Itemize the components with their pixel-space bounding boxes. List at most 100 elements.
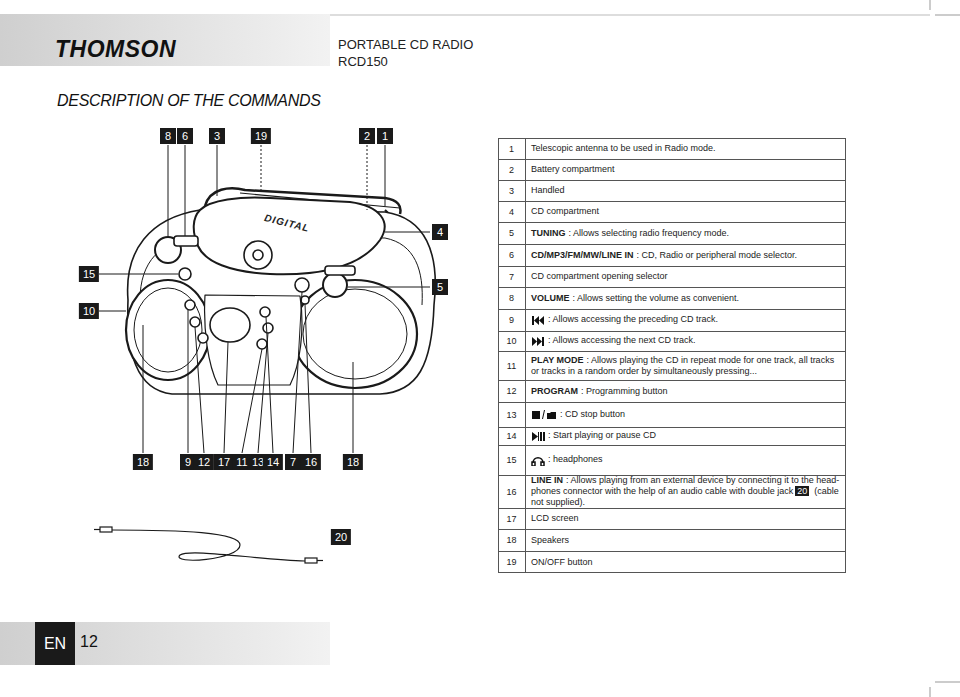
table-row: 10 : Allows accessing the next CD track. <box>498 331 846 351</box>
table-row: 13 : CD stop button <box>498 402 846 427</box>
callout-number: 6 <box>177 128 193 144</box>
table-text: Battery compartment <box>531 164 615 174</box>
table-row: 11PLAY MODE: Allows playing the CD in re… <box>498 351 846 380</box>
table-rule <box>499 201 846 202</box>
table-text: VOLUME <box>531 293 570 303</box>
table-cell: ON/OFF button <box>525 557 846 568</box>
table-text: Telescopic antenna to be used in Radio m… <box>531 143 716 153</box>
model-number: RCD150 <box>338 54 388 69</box>
stop-icon <box>531 409 557 420</box>
table-rule <box>499 244 846 245</box>
table-text: : Allows accessing the preceding CD trac… <box>548 314 718 324</box>
table-cell: 7 <box>498 272 525 282</box>
callout-number: 19 <box>251 128 271 144</box>
table-cell: 4 <box>498 207 525 217</box>
callout-number: 10 <box>79 303 99 319</box>
callout-number: 1 <box>377 128 393 144</box>
table-cell: : Allows accessing the preceding CD trac… <box>525 314 846 325</box>
table-rule <box>499 445 846 446</box>
table-cell: : Allows accessing the next CD track. <box>525 335 846 346</box>
table-text: TUNING <box>531 228 566 238</box>
table-row: 19 ON/OFF button <box>498 551 846 573</box>
table-cell: Battery compartment <box>525 164 846 175</box>
play-icon <box>531 431 545 442</box>
callout-number: 14 <box>263 454 283 470</box>
table-text: Speakers <box>531 535 569 545</box>
table-cell: 8 <box>498 293 525 303</box>
table-rule <box>499 309 846 310</box>
table-cell: 10 <box>498 336 525 346</box>
table-cell: VOLUME: Allows setting the volume as con… <box>525 293 846 304</box>
table-cell: 3 <box>498 186 525 196</box>
table-rule <box>499 287 846 288</box>
table-text: : Allows setting the volume as convenien… <box>573 293 740 303</box>
table-text: : CD, Radio or peripheral mode selector. <box>637 250 798 260</box>
table-cell: TUNING: Allows selecting radio frequency… <box>525 228 846 239</box>
table-text: LINE IN <box>531 475 563 485</box>
table-row: 9 : Allows accessing the preceding CD tra… <box>498 309 846 331</box>
table-row: 16LINE IN: Allows playing from an extern… <box>498 475 846 508</box>
table-row: 17 LCD screen <box>498 508 846 529</box>
callout-number: 16 <box>301 454 321 470</box>
callout-number: 20 <box>795 486 809 496</box>
table-text: : CD stop button <box>560 409 625 419</box>
table-cell: 18 <box>498 535 525 545</box>
table-row: 12 PROGRAM: Programming button <box>498 380 846 402</box>
table-row: 5TUNING: Allows selecting radio frequenc… <box>498 222 846 244</box>
table-cell: 9 <box>498 315 525 325</box>
table-rule <box>499 551 846 552</box>
table-rule <box>499 159 846 160</box>
table-cell: : headphones <box>525 454 846 465</box>
page-title: DESCRIPTION OF THE COMMANDS <box>57 92 321 110</box>
table-rule <box>499 351 846 352</box>
callout-number: 5 <box>432 279 448 295</box>
table-cell: 11 <box>498 361 525 371</box>
table-rule <box>499 180 846 181</box>
callout-number: 2 <box>359 128 375 144</box>
callout-number: 4 <box>432 224 448 240</box>
table-cell: LCD screen <box>525 513 846 524</box>
table-text: CD compartment opening selector <box>531 271 668 281</box>
table-cell: 6 <box>498 250 525 260</box>
callout-number: 18 <box>343 454 363 470</box>
table-text: : Allows playing from an external device… <box>531 475 839 496</box>
table-text: CD/MP3/FM/MW/LINE IN <box>531 250 634 260</box>
table-text: : Programming button <box>581 386 668 396</box>
table-rule <box>499 380 846 381</box>
phones-icon <box>531 455 545 466</box>
table-text: : Allows selecting radio frequency mode. <box>569 228 730 238</box>
table-text: ON/OFF button <box>531 557 593 567</box>
table-cell: Handled <box>525 185 846 196</box>
callout-number: 7 <box>285 454 301 470</box>
table-row: 2Battery compartment <box>498 159 846 180</box>
table-text: LCD screen <box>531 513 579 523</box>
callout-number: 3 <box>209 128 225 144</box>
table-cell: LINE IN: Allows playing from an external… <box>525 475 846 507</box>
table-text: : Start playing or pause CD <box>548 430 656 440</box>
table-cell: 17 <box>498 514 525 524</box>
table-rule <box>499 331 846 332</box>
table-cell: 1 <box>498 144 525 154</box>
callout-number: 20 <box>331 529 351 545</box>
table-row: 4CD compartment <box>498 201 846 222</box>
callout-number: 15 <box>79 266 99 282</box>
table-text: : Allows accessing the next CD track. <box>548 335 696 345</box>
table-cell: 14 <box>498 431 525 441</box>
table-cell: 19 <box>498 557 525 567</box>
table-cell: 15 <box>498 455 525 465</box>
table-cell: 12 <box>498 386 525 396</box>
next-icon <box>531 336 545 347</box>
page-number: 12 <box>80 633 98 651</box>
table-cell: 13 <box>498 410 525 420</box>
table-row: 8VOLUME: Allows setting the volume as co… <box>498 287 846 309</box>
table-text: : headphones <box>548 454 603 464</box>
table-rule <box>499 508 846 509</box>
table-cell: : Start playing or pause CD <box>525 430 846 441</box>
callout-number: 8 <box>160 128 176 144</box>
prev-icon <box>531 315 545 326</box>
table-cell: 16 <box>498 487 525 497</box>
callout-number: 17 <box>214 454 234 470</box>
table-cell: : CD stop button <box>525 409 846 420</box>
table-text: PROGRAM <box>531 386 578 396</box>
table-row: 7 CD compartment opening selector <box>498 266 846 287</box>
